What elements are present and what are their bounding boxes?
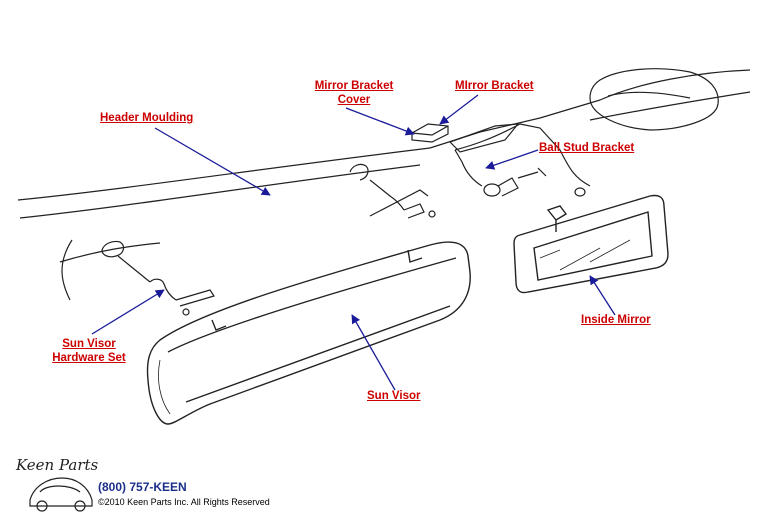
arrow-mirror-bracket-cover <box>345 107 415 136</box>
phone-number: (800) 757-KEEN <box>98 480 187 494</box>
mirror-bracket-drawing <box>448 123 520 187</box>
ball-stud-bracket-drawing <box>483 167 586 197</box>
sun-visor-drawing <box>146 241 471 425</box>
roof-lamp-drawing <box>589 68 719 131</box>
arrow-ball-stud-bracket <box>485 149 539 170</box>
arrow-sun-visor <box>351 314 396 391</box>
label-mirror-bracket[interactable]: MIrror Bracket <box>455 80 534 92</box>
label-ball-stud-bracket[interactable]: Ball Stud Bracket <box>539 142 635 154</box>
label-mirror-bracket-cover-line1: Mirror Bracket <box>314 80 394 92</box>
logo-text: Keen Parts <box>15 456 99 474</box>
keen-parts-logo: Keen Parts <box>15 456 99 512</box>
left-hinge-drawing <box>101 240 215 316</box>
label-sun-visor[interactable]: Sun Visor <box>367 390 421 402</box>
copyright: ©2010 Keen Parts Inc. All Rights Reserve… <box>98 497 270 507</box>
inside-mirror-drawing <box>513 194 669 294</box>
arrow-inside-mirror <box>589 275 616 316</box>
arrow-mirror-bracket <box>439 94 479 125</box>
mirror-bracket-cover-drawing <box>411 123 449 143</box>
label-sun-visor-hardware-line2: Hardware Set <box>52 352 126 364</box>
label-mirror-bracket-cover-line2: Cover <box>337 94 371 106</box>
right-hinge-drawing <box>349 163 436 219</box>
label-mirror-bracket-cover[interactable]: Mirror Bracket Cover <box>306 79 402 107</box>
label-inside-mirror[interactable]: Inside Mirror <box>581 314 651 326</box>
label-sun-visor-hardware-set[interactable]: Sun Visor Hardware Set <box>48 337 130 365</box>
arrow-sun-visor-hardware <box>91 289 165 335</box>
arrow-header-moulding <box>154 127 271 196</box>
label-sun-visor-hardware-line1: Sun Visor <box>62 338 116 350</box>
leader-arrows <box>91 94 616 391</box>
logo-car-icon <box>29 477 93 507</box>
label-header-moulding[interactable]: Header Moulding <box>100 112 194 124</box>
footer: (800) 757-KEEN ©2010 Keen Parts Inc. All… <box>10 450 310 514</box>
